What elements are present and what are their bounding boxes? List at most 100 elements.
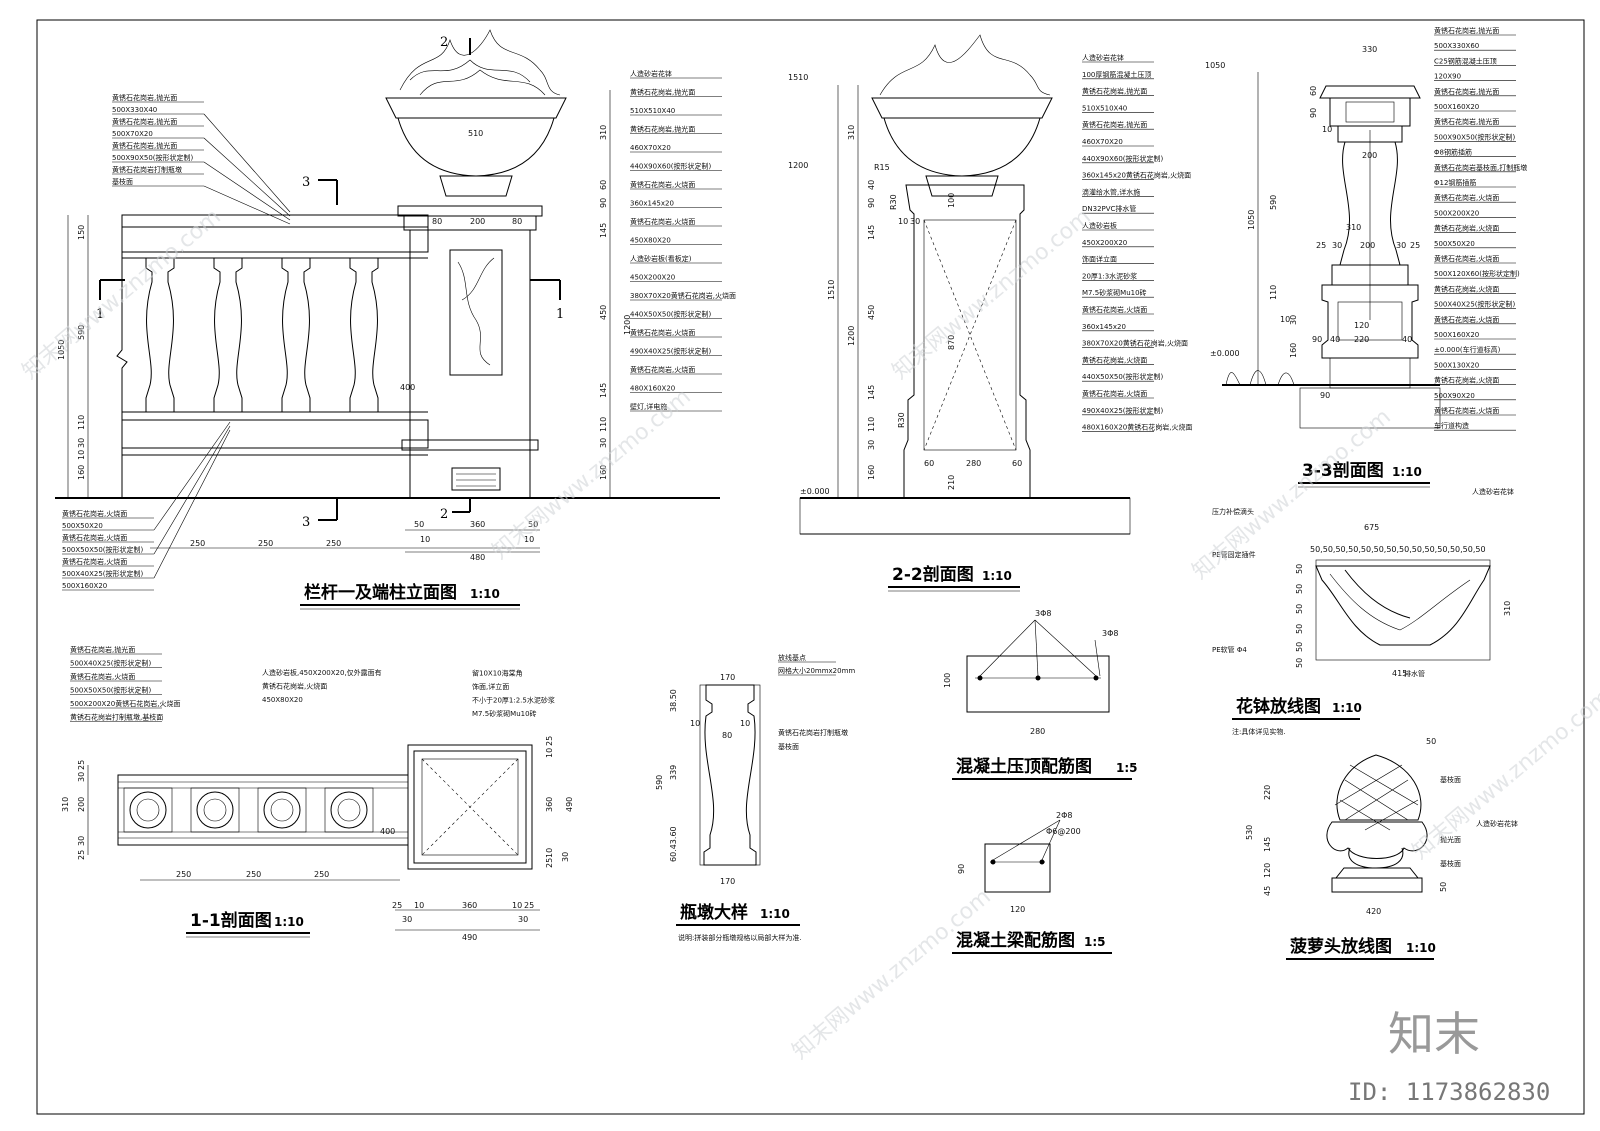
scale-section33: 1:10	[1392, 465, 1422, 479]
title-planter: 花钵放线图	[1236, 696, 1321, 717]
dim-pine-145: 145	[1263, 837, 1272, 852]
title-beam: 混凝土梁配筋图	[956, 930, 1075, 951]
dim-pine-420: 420	[1366, 907, 1381, 916]
title-section22: 2-2剖面图	[892, 564, 974, 585]
s33-labels-text: 黄锈石花岗岩,火烧面	[1434, 284, 1499, 293]
section11-label-right: 留10X10海棠角	[472, 669, 523, 678]
dim-11-h-30b: 30	[518, 915, 528, 924]
elev-right-labels-text: 人造砂岩板(看板定)	[630, 254, 692, 263]
dim-11-h-400: 400	[380, 827, 395, 836]
title-coping: 混凝土压顶配筋图	[956, 756, 1092, 777]
coping-rebar-side: 3Φ8	[1102, 629, 1118, 638]
dim-bal-590: 590	[655, 775, 664, 790]
bal-labels-text: 放线基点	[778, 653, 806, 662]
s33-labels-text: 500X40X25(按形状定制)	[1434, 300, 1515, 309]
dim-planter-310: 310	[1503, 601, 1512, 616]
elev-right-labels-text: 360x145x20	[630, 200, 674, 208]
scale-elevation: 1:10	[470, 587, 500, 601]
elev-right-labels-text: 380X70X20黄锈石花岗岩,火烧面	[630, 291, 736, 300]
s22-labels-text: 440X50X50(按形状定制)	[1082, 372, 1163, 381]
elev-right-labels-text: 480X160X20	[630, 385, 675, 393]
radius-r15: R15	[874, 163, 890, 172]
s22-labels-text: 510X510X40	[1082, 104, 1127, 112]
section11-label-right: 人造砂岩板,450X200X20,仅外露面有	[262, 668, 382, 677]
dim-bal-10b: 10	[740, 719, 750, 728]
scale-baluster: 1:10	[760, 907, 790, 921]
logo-mark: 知末	[1388, 1007, 1480, 1061]
elevation-right-labels: 人造砂岩花钵黄锈石花岗岩,抛光面510X510X40黄锈石花岗岩,抛光面460X…	[630, 69, 736, 412]
dim-11-310: 310	[61, 797, 70, 812]
s22-labels-text: 人造砂岩板	[1082, 221, 1117, 230]
pineapple-label: 人造砂岩花钵	[1476, 819, 1518, 828]
dim-33-120: 120	[1354, 321, 1369, 330]
dim-22-40: 40	[867, 180, 876, 190]
planter-label: 排水管	[1404, 669, 1425, 678]
baluster-plan-inner	[203, 798, 227, 822]
s33-labels-text: 黄锈石花岗岩,抛光面	[1434, 117, 1499, 126]
dim-11-25a: 25	[77, 760, 86, 770]
elev-bottom-labels-text: 500X50X20	[62, 522, 103, 530]
elev-left-labels-text: 基枝面	[112, 177, 133, 186]
dim-bal-339: 339	[669, 765, 678, 780]
dim-11-30b: 30	[77, 836, 86, 846]
baluster-plan-frame	[257, 787, 307, 833]
dim-33-590: 590	[1269, 195, 1278, 210]
s22-labels-text: 440X90X60(按形状定制)	[1082, 154, 1163, 163]
s33-labels-text: 500X330X60	[1434, 42, 1479, 50]
section33-labels: 黄锈石花岗岩,抛光面500X330X60C25钢筋混凝土压顶120X90黄锈石花…	[1434, 26, 1527, 431]
dim-22-90: 90	[867, 198, 876, 208]
dim-11-25b: 25	[77, 850, 86, 860]
section-mark-1a: 1	[96, 307, 104, 322]
dim-22-210: 210	[947, 475, 956, 490]
dim-bal-604360: 60.43.60	[669, 826, 678, 862]
baluster-plan-outer	[196, 791, 234, 829]
section11-label-right: 450X80X20	[262, 696, 303, 704]
dim-33-90a: 90	[1312, 335, 1322, 344]
s33-labels-text: 车行道构造	[1434, 421, 1469, 430]
dim-beam-90: 90	[957, 864, 966, 874]
dim-33-200: 200	[1362, 151, 1377, 160]
elev-right-labels-text: 黄锈石花岗岩,抛光面	[630, 125, 695, 134]
baluster	[349, 257, 379, 413]
section-33-view: 1050 330 1050 60 90 10 200 590 310 25 30…	[1205, 45, 1441, 488]
dim-33-60: 60	[1309, 86, 1318, 96]
baluster-plan-frame	[324, 787, 374, 833]
pineapple-label: 基枝面	[1440, 859, 1461, 868]
dim-33-40b: 40	[1402, 335, 1412, 344]
dim-33-10: 10	[1322, 125, 1332, 134]
dim-11-h-490: 490	[462, 933, 477, 942]
dim-1050: 1050	[57, 340, 66, 360]
s33-labels-text: C25钢筋混凝土压顶	[1434, 56, 1497, 65]
dim-planter-50f: 50	[1295, 658, 1304, 668]
elev-bottom-labels-text: 500X50X50(按形状定制)	[62, 545, 143, 554]
elev-left-labels-text: 500X70X20	[112, 130, 153, 138]
dim-33-310: 310	[1346, 223, 1361, 232]
dim-planter-50e: 50	[1295, 642, 1304, 652]
dim-22-60a: 60	[924, 459, 934, 468]
s22-labels-text: 360x145x20	[1082, 323, 1126, 331]
planter-label: PE软管 Φ4	[1212, 645, 1247, 654]
elev-left-labels-text: 黄锈石花岗岩打制瓶墩	[112, 165, 182, 174]
dim-22-145b: 145	[867, 385, 876, 400]
s33-labels-text: 黄锈石花岗岩,火烧面	[1434, 406, 1499, 415]
section-mark-1b: 1	[556, 307, 564, 322]
dim-post-80b: 80	[512, 217, 522, 226]
s33-labels-text: 黄锈石花岗岩,火烧面	[1434, 315, 1499, 324]
elev-right-labels-text: 450X200X20	[630, 274, 675, 282]
s33-labels-text: 500X90X20	[1434, 392, 1475, 400]
baluster-plan-outer	[129, 791, 167, 829]
dim-22-160: 160	[867, 465, 876, 480]
s22-labels-text: 黄锈石花岗岩,火烧面	[1082, 389, 1147, 398]
dim-11-h-25b: 25	[524, 901, 534, 910]
dim-11-h-250b: 250	[246, 870, 261, 879]
dim-planter-50d: 50	[1295, 624, 1304, 634]
dim-pine-220: 220	[1263, 785, 1272, 800]
dim-11-25d: 25	[545, 858, 554, 868]
dim-post-80a: 80	[432, 217, 442, 226]
scale-planter: 1:10	[1332, 701, 1362, 715]
dim-h-250a: 250	[190, 539, 205, 548]
bal-labels-text: 网格大小20mmx20mm	[778, 666, 855, 675]
watermark-4: 知末网www.znzmo.com	[1188, 404, 1396, 584]
